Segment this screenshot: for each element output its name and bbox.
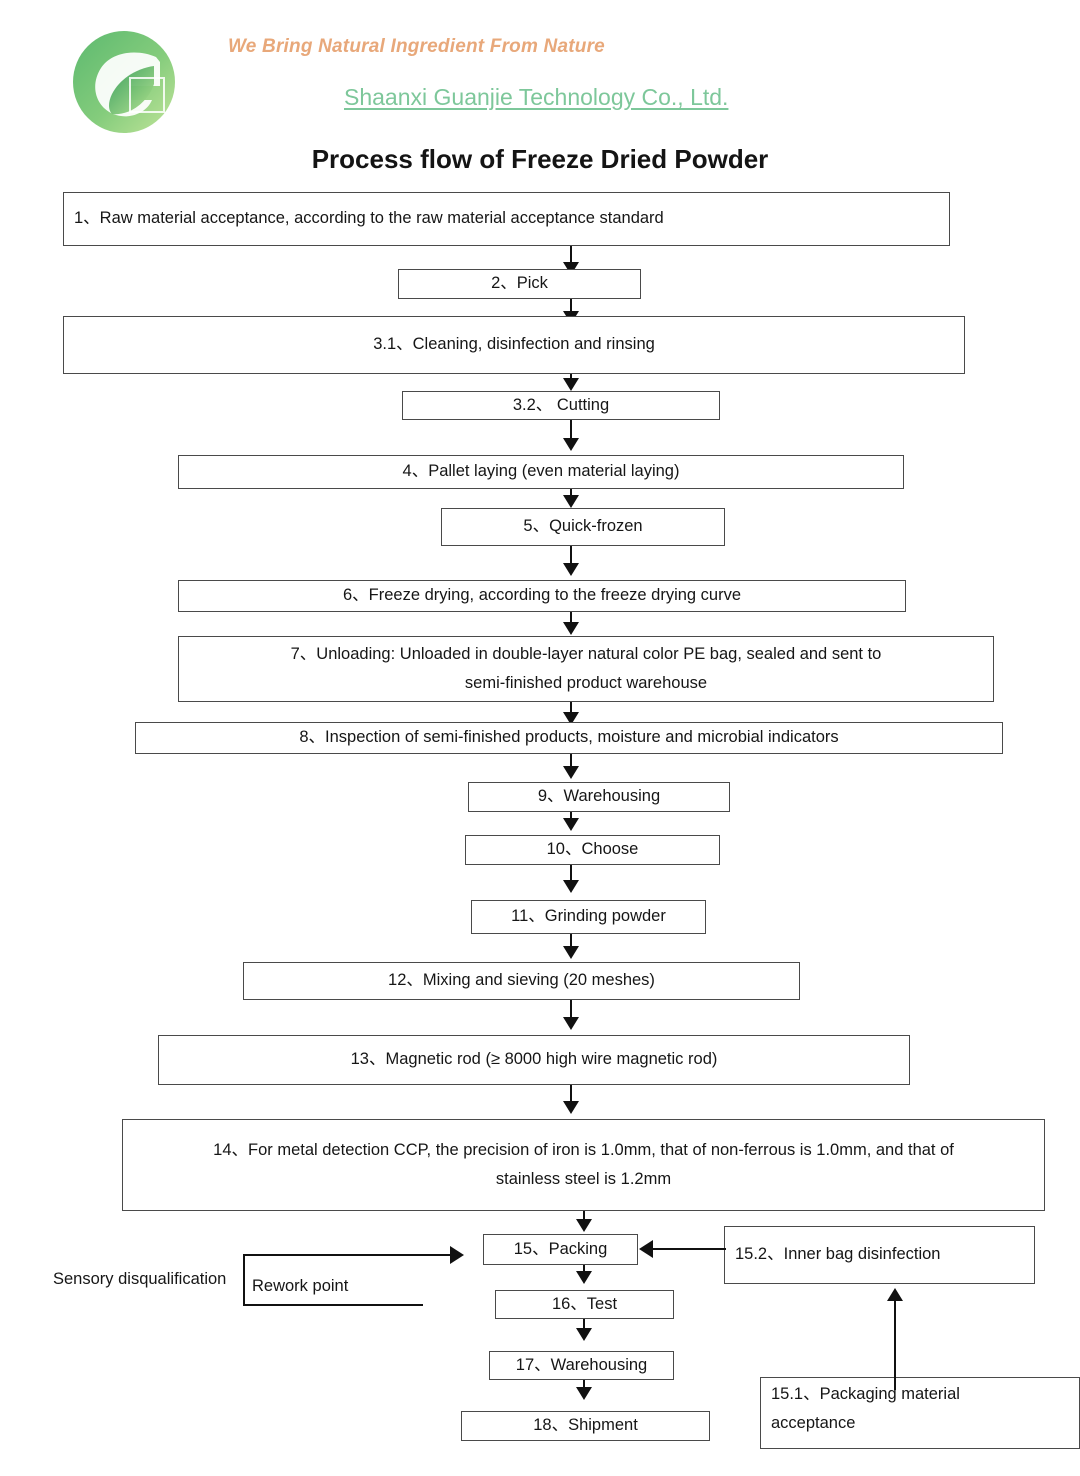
company-name[interactable]: Shaanxi Guanjie Technology Co., Ltd. <box>344 84 729 110</box>
process-node-6-label: 6、Freeze drying, according to the freeze… <box>342 586 742 605</box>
process-node-10: 10、Choose <box>465 835 720 865</box>
process-node-15-1: 15.1、Packaging material acceptance <box>760 1377 1080 1449</box>
rework-box-top-edge <box>243 1254 453 1256</box>
process-node-8-label: 8、Inspection of semi-finished products, … <box>299 728 839 747</box>
process-node-11-label: 11、Grinding powder <box>511 907 666 926</box>
process-node-15-1-label-line2: acceptance <box>771 1413 856 1432</box>
process-node-1: 1、Raw material acceptance, according to … <box>63 192 950 246</box>
process-node-17: 17、Warehousing <box>489 1351 674 1380</box>
page-title: Process flow of Freeze Dried Powder <box>311 144 769 174</box>
rework-point-label: Rework point <box>252 1277 349 1295</box>
connector-151-152 <box>894 1300 896 1390</box>
connector-152-15 <box>652 1248 726 1250</box>
process-node-12-label: 12、Mixing and sieving (20 meshes) <box>388 971 655 990</box>
process-node-12: 12、Mixing and sieving (20 meshes) <box>243 962 800 1000</box>
process-node-15-label: 15、Packing <box>513 1239 608 1258</box>
process-node-7-label-line2: semi-finished product warehouse <box>464 674 708 692</box>
process-node-14: 14、For metal detection CCP, the precisio… <box>122 1119 1045 1211</box>
process-node-15-2: 15.2、Inner bag disinfection <box>724 1226 1035 1284</box>
process-node-15-1-label-line1: 15.1、Packaging material <box>771 1385 960 1403</box>
company-tagline: We Bring Natural Ingredient From Nature <box>228 36 605 57</box>
arrowhead-13-14 <box>563 1101 579 1114</box>
process-node-10-label: 10、Choose <box>546 840 639 859</box>
arrowhead-8-9 <box>563 766 579 779</box>
process-node-11: 11、Grinding powder <box>471 900 706 934</box>
rework-box-bottom-edge <box>243 1304 423 1306</box>
process-node-6: 6、Freeze drying, according to the freeze… <box>178 580 906 612</box>
process-node-16: 16、Test <box>495 1290 674 1319</box>
process-node-8: 8、Inspection of semi-finished products, … <box>135 722 1003 754</box>
process-node-5-label: 5、Quick-frozen <box>523 517 643 536</box>
process-node-1-label: 1、Raw material acceptance, according to … <box>74 209 664 228</box>
process-node-2-label: 2、Pick <box>491 274 548 293</box>
connector-11-12 <box>570 934 572 952</box>
connector-6-7 <box>570 612 572 628</box>
arrowhead-rework-15 <box>450 1246 464 1264</box>
arrowhead-5-6 <box>563 563 579 576</box>
process-node-9-label: 9、Warehousing <box>537 787 661 806</box>
arrowhead-32-4 <box>563 438 579 451</box>
connector-16-17 <box>583 1319 585 1335</box>
arrowhead-6-7 <box>563 622 579 635</box>
connector-2-31 <box>570 299 572 319</box>
process-node-3-1: 3.1、Cleaning, disinfection and rinsing <box>63 316 965 374</box>
arrowhead-14-15 <box>576 1219 592 1232</box>
arrowhead-10-11 <box>563 880 579 893</box>
connector-8-9 <box>570 754 572 772</box>
arrowhead-152-15 <box>639 1240 653 1258</box>
connector-10-11 <box>570 865 572 886</box>
process-node-7: 7、Unloading: Unloaded in double-layer na… <box>178 636 994 702</box>
arrowhead-12-13 <box>563 1017 579 1030</box>
process-node-18: 18、Shipment <box>461 1411 710 1441</box>
process-node-5: 5、Quick-frozen <box>441 508 725 546</box>
process-node-4: 4、Pallet laying (even material laying) <box>178 455 904 489</box>
connector-14-15 <box>583 1211 585 1225</box>
connector-12-13 <box>570 1000 572 1024</box>
process-node-17-label: 17、Warehousing <box>515 1355 648 1374</box>
connector-5-6 <box>570 546 572 570</box>
connector-1-2 <box>570 246 572 268</box>
arrowhead-15-16 <box>576 1271 592 1284</box>
arrowhead-4-5 <box>563 495 579 508</box>
company-logo-icon <box>68 26 180 138</box>
process-node-18-label: 18、Shipment <box>533 1416 638 1435</box>
process-node-3-1-label: 3.1、Cleaning, disinfection and rinsing <box>373 335 655 354</box>
arrowhead-17-18 <box>576 1387 592 1400</box>
connector-13-14 <box>570 1085 572 1107</box>
process-node-15-2-label: 15.2、Inner bag disinfection <box>735 1245 941 1264</box>
process-node-15: 15、Packing <box>483 1234 638 1265</box>
process-node-4-label: 4、Pallet laying (even material laying) <box>402 462 680 481</box>
process-node-9: 9、Warehousing <box>468 782 730 812</box>
rework-box-left-edge <box>243 1254 245 1306</box>
process-node-3-2: 3.2、 Cutting <box>402 391 720 420</box>
arrowhead-31-32 <box>563 378 579 391</box>
process-node-2: 2、Pick <box>398 269 641 299</box>
process-node-14-label-line2: stainless steel is 1.2mm <box>495 1170 672 1188</box>
arrowhead-9-10 <box>563 818 579 831</box>
connector-4-5 <box>570 489 572 500</box>
process-node-16-label: 16、Test <box>551 1294 618 1313</box>
process-node-13-label: 13、Magnetic rod (≥ 8000 high wire magnet… <box>350 1050 718 1069</box>
process-node-13: 13、Magnetic rod (≥ 8000 high wire magnet… <box>158 1035 910 1085</box>
sensory-disqualification-label: Sensory disqualification <box>53 1270 227 1288</box>
arrowhead-16-17 <box>576 1328 592 1341</box>
process-node-14-label-line1: 14、For metal detection CCP, the precisio… <box>213 1141 954 1160</box>
arrowhead-151-152 <box>887 1288 903 1301</box>
connector-32-4 <box>570 420 572 445</box>
arrowhead-11-12 <box>563 946 579 959</box>
process-node-7-label-line1: 7、Unloading: Unloaded in double-layer na… <box>290 645 882 664</box>
arrowhead-7-8 <box>563 712 579 725</box>
process-node-3-2-label: 3.2、 Cutting <box>512 395 610 414</box>
